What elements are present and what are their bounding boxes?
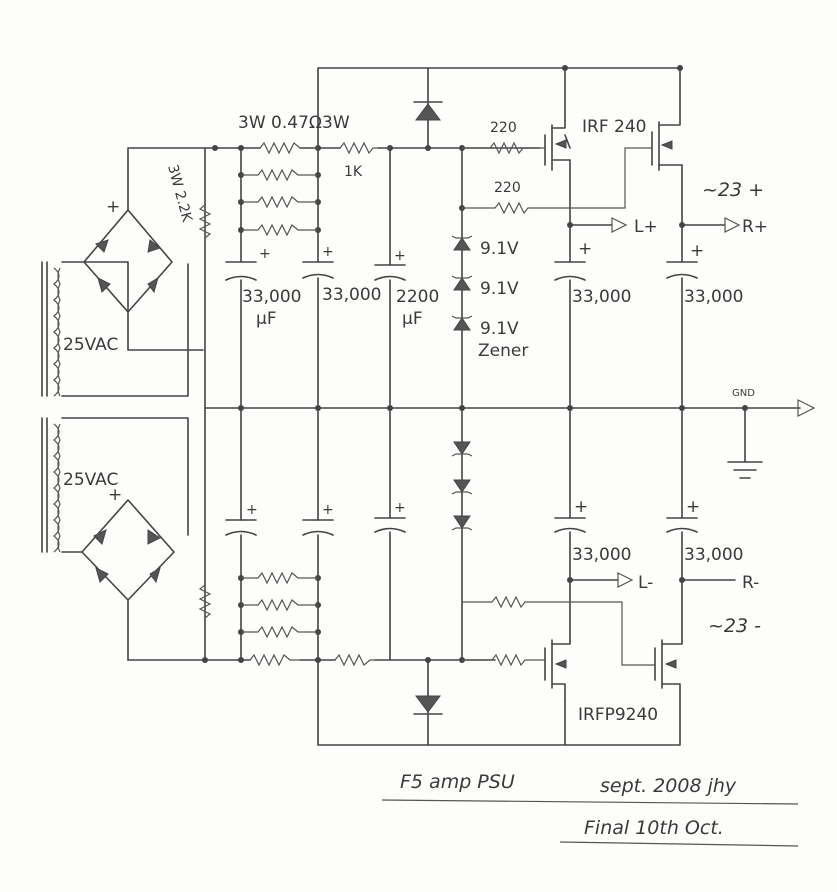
resistor-sense-label: 3W 0.47Ω <box>238 113 322 133</box>
ground-symbol <box>727 407 763 479</box>
cap1-value: 33,000 <box>242 287 301 307</box>
zener3-label: 9.1V <box>480 319 519 339</box>
svg-text:+: + <box>574 497 588 517</box>
output-lplus: L+ <box>634 217 658 237</box>
final-underline <box>559 841 799 847</box>
mosfet-bottom-right <box>654 639 683 691</box>
resistor-gate-bottom-2 <box>462 653 545 667</box>
date-label: sept. 2008 jhy <box>600 775 737 797</box>
capacitors-bottom <box>225 517 698 536</box>
bridge-top-plus: + <box>106 197 120 217</box>
resistor-1k <box>339 141 390 155</box>
resistor-bleeder-top <box>198 204 212 239</box>
resistor-gate-top-2 <box>462 147 652 215</box>
resistor-1k-label: 1K <box>344 164 363 180</box>
junction-dots <box>202 65 748 663</box>
wire-top-outer-rail <box>317 67 681 149</box>
wire-bottom-outer-rail <box>317 659 681 746</box>
resistor-3w-label: 3W <box>322 113 350 133</box>
zener2-label: 9.1V <box>480 279 519 299</box>
cap3-value: 2200 <box>396 287 439 307</box>
wire-top-rail <box>127 147 541 211</box>
title-underline <box>381 799 799 805</box>
transformer-top-label: 25VAC <box>63 335 118 355</box>
zener1-label: 9.1V <box>480 239 519 259</box>
svg-text:+: + <box>686 497 700 517</box>
output-arrows <box>569 217 741 588</box>
wire-tx-bottom <box>61 417 189 661</box>
transformer-bottom: 25VAC <box>41 417 118 553</box>
cap6-value: 33,000 <box>572 545 631 565</box>
wire-tx-top <box>61 261 204 397</box>
cap5-value: 33,000 <box>684 287 743 307</box>
svg-text:+: + <box>578 239 592 259</box>
resistor-array-bottom <box>241 571 375 667</box>
voltage-minus-label: ~23 - <box>708 615 761 637</box>
mosfet-bottom-label: IRFP9240 <box>578 705 658 725</box>
cap1-unit: μF <box>256 309 277 329</box>
resistor-bleeder-label: 3W 2.2K <box>164 163 195 225</box>
output-rminus: R- <box>742 573 759 593</box>
svg-text:+: + <box>394 500 406 516</box>
resistor-gate1-label: 220 <box>490 120 517 136</box>
mosfet-top-left <box>544 119 571 171</box>
title-label: F5 amp PSU <box>400 771 515 793</box>
cap3-unit: μF <box>402 309 423 329</box>
gnd-label: GND <box>732 388 755 399</box>
zener-stack-bottom <box>451 441 473 531</box>
resistor-bleeder-bottom <box>198 584 212 619</box>
zener-word-label: Zener <box>478 341 528 361</box>
cap7-value: 33,000 <box>684 545 743 565</box>
cap4-value: 33,000 <box>572 287 631 307</box>
diode-top <box>413 67 443 149</box>
bridge-rectifier-bottom: + <box>81 485 175 601</box>
resistor-gate2-label: 220 <box>494 180 521 196</box>
mosfet-top-label: IRF 240 <box>582 117 646 137</box>
mosfet-top-right <box>651 114 683 171</box>
svg-text:+: + <box>322 502 334 518</box>
cap2-value: 33,000 <box>322 285 381 305</box>
transformer-top: 25VAC <box>41 261 118 397</box>
mosfet-bottom-left <box>544 639 571 701</box>
transformer-bottom-label: 25VAC <box>63 470 118 490</box>
bridge-rectifier-top: + <box>83 197 173 313</box>
svg-text:+: + <box>246 502 258 518</box>
gnd-arrow <box>797 399 816 417</box>
zener-stack-top <box>451 235 473 331</box>
output-lminus: L- <box>638 573 653 593</box>
resistor-gate-top-1 <box>462 141 545 155</box>
svg-text:+: + <box>690 241 704 261</box>
bridge-bottom-plus: + <box>108 485 122 505</box>
voltage-plus-label: ~23 + <box>702 179 764 201</box>
svg-text:+: + <box>394 248 406 264</box>
resistor-array-top <box>241 141 318 237</box>
output-rplus: R+ <box>742 217 768 237</box>
svg-text:+: + <box>259 246 271 262</box>
resistor-gate-bottom-1 <box>462 595 655 666</box>
capacitors-top <box>225 261 698 281</box>
diode-bottom <box>413 659 443 746</box>
svg-text:+: + <box>322 244 334 260</box>
cap-plus-signs: + + + + + + + + + + <box>246 239 704 518</box>
final-label: Final 10th Oct. <box>584 817 724 839</box>
